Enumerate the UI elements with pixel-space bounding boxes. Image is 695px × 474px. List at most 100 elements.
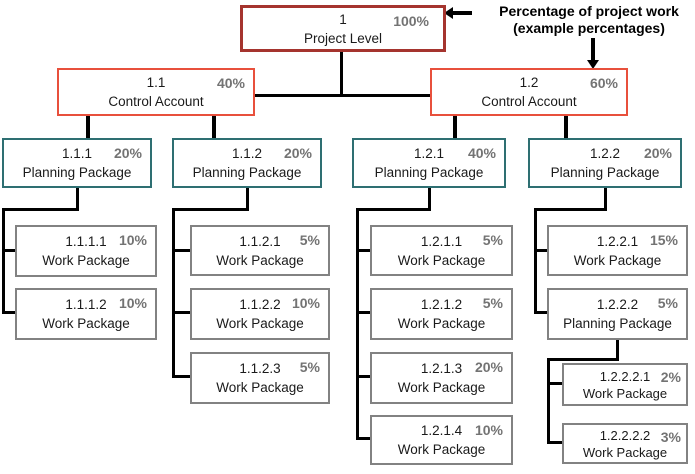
connector — [547, 382, 563, 385]
node-1-2-2-2-1-id: 1.2.2.2.1 — [599, 368, 651, 384]
left-arrow-icon — [444, 7, 453, 19]
node-1-2-1-3-percent: 20% — [474, 359, 503, 375]
node-1-2-2-2-2-id: 1.2.2.2.2 — [599, 427, 651, 443]
node-1-1: 40% 1.1 Control Account — [57, 68, 255, 116]
node-1-2-id: 1.2 — [519, 75, 539, 90]
node-1-2-2-label: Planning Package — [550, 165, 660, 180]
node-1-2-1-4-id: 1.2.1.4 — [420, 423, 463, 438]
node-1-2: 60% 1.2 Control Account — [430, 68, 628, 116]
node-1-1-1-1-label: Work Package — [42, 253, 130, 268]
node-1-1-1-1-id: 1.1.1.1 — [65, 234, 107, 249]
node-1-2-2: 20% 1.2.2 Planning Package — [528, 138, 682, 188]
node-1-1-1-percent: 20% — [113, 145, 142, 161]
node-1-id: 1 — [339, 11, 347, 27]
node-1-label: Project Level — [303, 30, 383, 46]
node-1-2-1-label: Planning Package — [374, 165, 484, 180]
node-1-2-1-3-label: Work Package — [397, 380, 486, 395]
node-1-2-2-id: 1.2.2 — [589, 146, 621, 161]
node-1-1-percent: 40% — [216, 75, 245, 91]
node-1-2-2-2-1-label: Work Package — [582, 385, 668, 401]
node-1-1-1-2-percent: 10% — [118, 295, 147, 311]
connector — [356, 208, 359, 440]
connector — [547, 441, 563, 444]
connector — [453, 116, 457, 138]
connector — [547, 358, 550, 444]
node-1-1-1-2-label: Work Package — [42, 316, 130, 331]
connector — [340, 51, 343, 96]
node-1-1-2-1-id: 1.1.2.1 — [239, 233, 281, 249]
connector — [2, 249, 16, 252]
node-1-2-2-2-1: 2% 1.2.2.2.1 Work Package — [562, 363, 688, 406]
down-arrow-icon — [587, 60, 599, 69]
node-1-2-1-3-id: 1.2.1.3 — [420, 361, 463, 376]
node-1-1-2-percent: 20% — [283, 145, 312, 161]
connector — [172, 208, 175, 378]
node-1-2-2-2-2: 3% 1.2.2.2.2 Work Package — [562, 423, 688, 464]
node-1-1-2-2-label: Work Package — [216, 316, 304, 331]
connector — [2, 311, 16, 314]
node-1-2-1-percent: 40% — [467, 145, 496, 161]
node-1-1-2-2: 10% 1.1.2.2 Work Package — [190, 288, 330, 340]
node-1-2-1-4-label: Work Package — [397, 442, 486, 457]
connector — [172, 311, 191, 314]
node-1-2-percent: 60% — [589, 75, 618, 91]
node-1-2-2-2-2-percent: 3% — [660, 429, 681, 445]
node-1-1-1-1-percent: 10% — [118, 232, 147, 248]
connector — [356, 311, 371, 314]
node-1-1-1-id: 1.1.1 — [61, 146, 93, 161]
annotation-line2: (example percentages) — [513, 20, 665, 36]
node-1-1-1-2-id: 1.1.1.2 — [65, 297, 107, 312]
down-arrow-shaft — [591, 38, 595, 61]
annotation-label: Percentage of project work (example perc… — [483, 3, 695, 37]
node-1-1-2-3: 5% 1.1.2.3 Work Package — [190, 352, 330, 404]
connector — [356, 208, 431, 211]
connector — [2, 208, 79, 211]
connector — [86, 116, 90, 138]
node-1-1-2-2-percent: 10% — [291, 295, 320, 311]
connector — [547, 358, 619, 361]
connector — [356, 437, 371, 440]
node-1-2-2-1: 15% 1.2.2.1 Work Package — [547, 225, 688, 276]
node-1-1-1-2: 10% 1.1.1.2 Work Package — [15, 288, 157, 340]
node-1-2-1-4-percent: 10% — [474, 422, 503, 438]
connector — [76, 188, 79, 210]
node-1-2-1-2-id: 1.2.1.2 — [420, 297, 463, 312]
node-1-2-2-1-id: 1.2.2.1 — [596, 233, 639, 249]
connector — [172, 208, 249, 211]
node-1-1-2: 20% 1.1.2 Planning Package — [172, 138, 322, 188]
node-1-2-1-1-id: 1.2.1.1 — [420, 233, 463, 249]
node-1-2-1-2: 5% 1.2.1.2 Work Package — [370, 288, 513, 340]
connector — [356, 375, 371, 378]
node-1-1-2-1-percent: 5% — [299, 232, 320, 248]
connector — [534, 208, 537, 314]
node-1-2-2-2-1-percent: 2% — [660, 369, 681, 385]
node-1: 100% 1 Project Level — [240, 5, 446, 52]
connector — [428, 188, 431, 210]
connector — [616, 340, 619, 360]
node-1-2-1-1-label: Work Package — [397, 252, 486, 268]
node-1-2-1-2-label: Work Package — [397, 316, 486, 331]
node-1-2-1-4: 10% 1.2.1.4 Work Package — [370, 415, 513, 465]
node-1-1-2-3-id: 1.1.2.3 — [239, 361, 281, 376]
node-1-1-2-1-label: Work Package — [216, 252, 304, 268]
connector — [534, 249, 548, 252]
node-1-2-1-1: 5% 1.2.1.1 Work Package — [370, 225, 513, 276]
connector — [534, 208, 607, 211]
connector — [604, 188, 607, 210]
node-1-1-1-label: Planning Package — [22, 165, 132, 180]
connector — [212, 116, 216, 138]
node-1-percent: 100% — [393, 13, 429, 29]
node-1-2-2-2: 5% 1.2.2.2 Planning Package — [547, 288, 688, 340]
node-1-2-2-percent: 20% — [643, 145, 672, 161]
node-1-2-2-2-2-label: Work Package — [582, 444, 668, 460]
connector — [246, 188, 249, 210]
connector — [564, 116, 568, 138]
node-1-1-2-1: 5% 1.1.2.1 Work Package — [190, 225, 330, 276]
node-1-2-1-id: 1.2.1 — [413, 146, 445, 161]
annotation-line1: Percentage of project work — [499, 3, 679, 19]
node-1-2-2-1-percent: 15% — [649, 232, 678, 248]
node-1-2-1-3: 20% 1.2.1.3 Work Package — [370, 352, 513, 404]
node-1-2-label: Control Account — [481, 94, 577, 109]
connector — [255, 94, 430, 97]
